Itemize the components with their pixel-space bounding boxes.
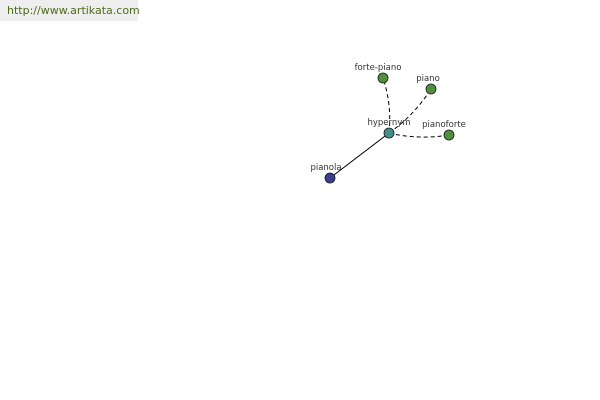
labels-layer: hypernym forte-piano piano pianoforte pianol… — [310, 63, 465, 173]
node-pianoforte[interactable] — [443, 129, 455, 141]
node-label-forte-piano[interactable]: forte-piano — [355, 63, 402, 73]
node-hypernym[interactable] — [383, 127, 395, 139]
node-label-pianoforte[interactable]: pianoforte — [422, 120, 466, 130]
edge-hypernym-pianola — [329, 132, 390, 179]
node-label-piano[interactable]: piano — [416, 74, 440, 84]
node-label-hypernym[interactable]: hypernym — [367, 118, 410, 128]
source-bar: http://www.artikata.com — [0, 0, 140, 21]
edge-hypernym-pianoforte — [388, 132, 450, 138]
node-forte-piano[interactable] — [377, 72, 389, 84]
node-label-pianola[interactable]: pianola — [310, 163, 341, 173]
nodes-layer — [324, 72, 455, 184]
node-pianola[interactable] — [324, 172, 336, 184]
node-piano[interactable] — [425, 83, 437, 95]
source-link[interactable]: http://www.artikata.com — [7, 4, 140, 17]
